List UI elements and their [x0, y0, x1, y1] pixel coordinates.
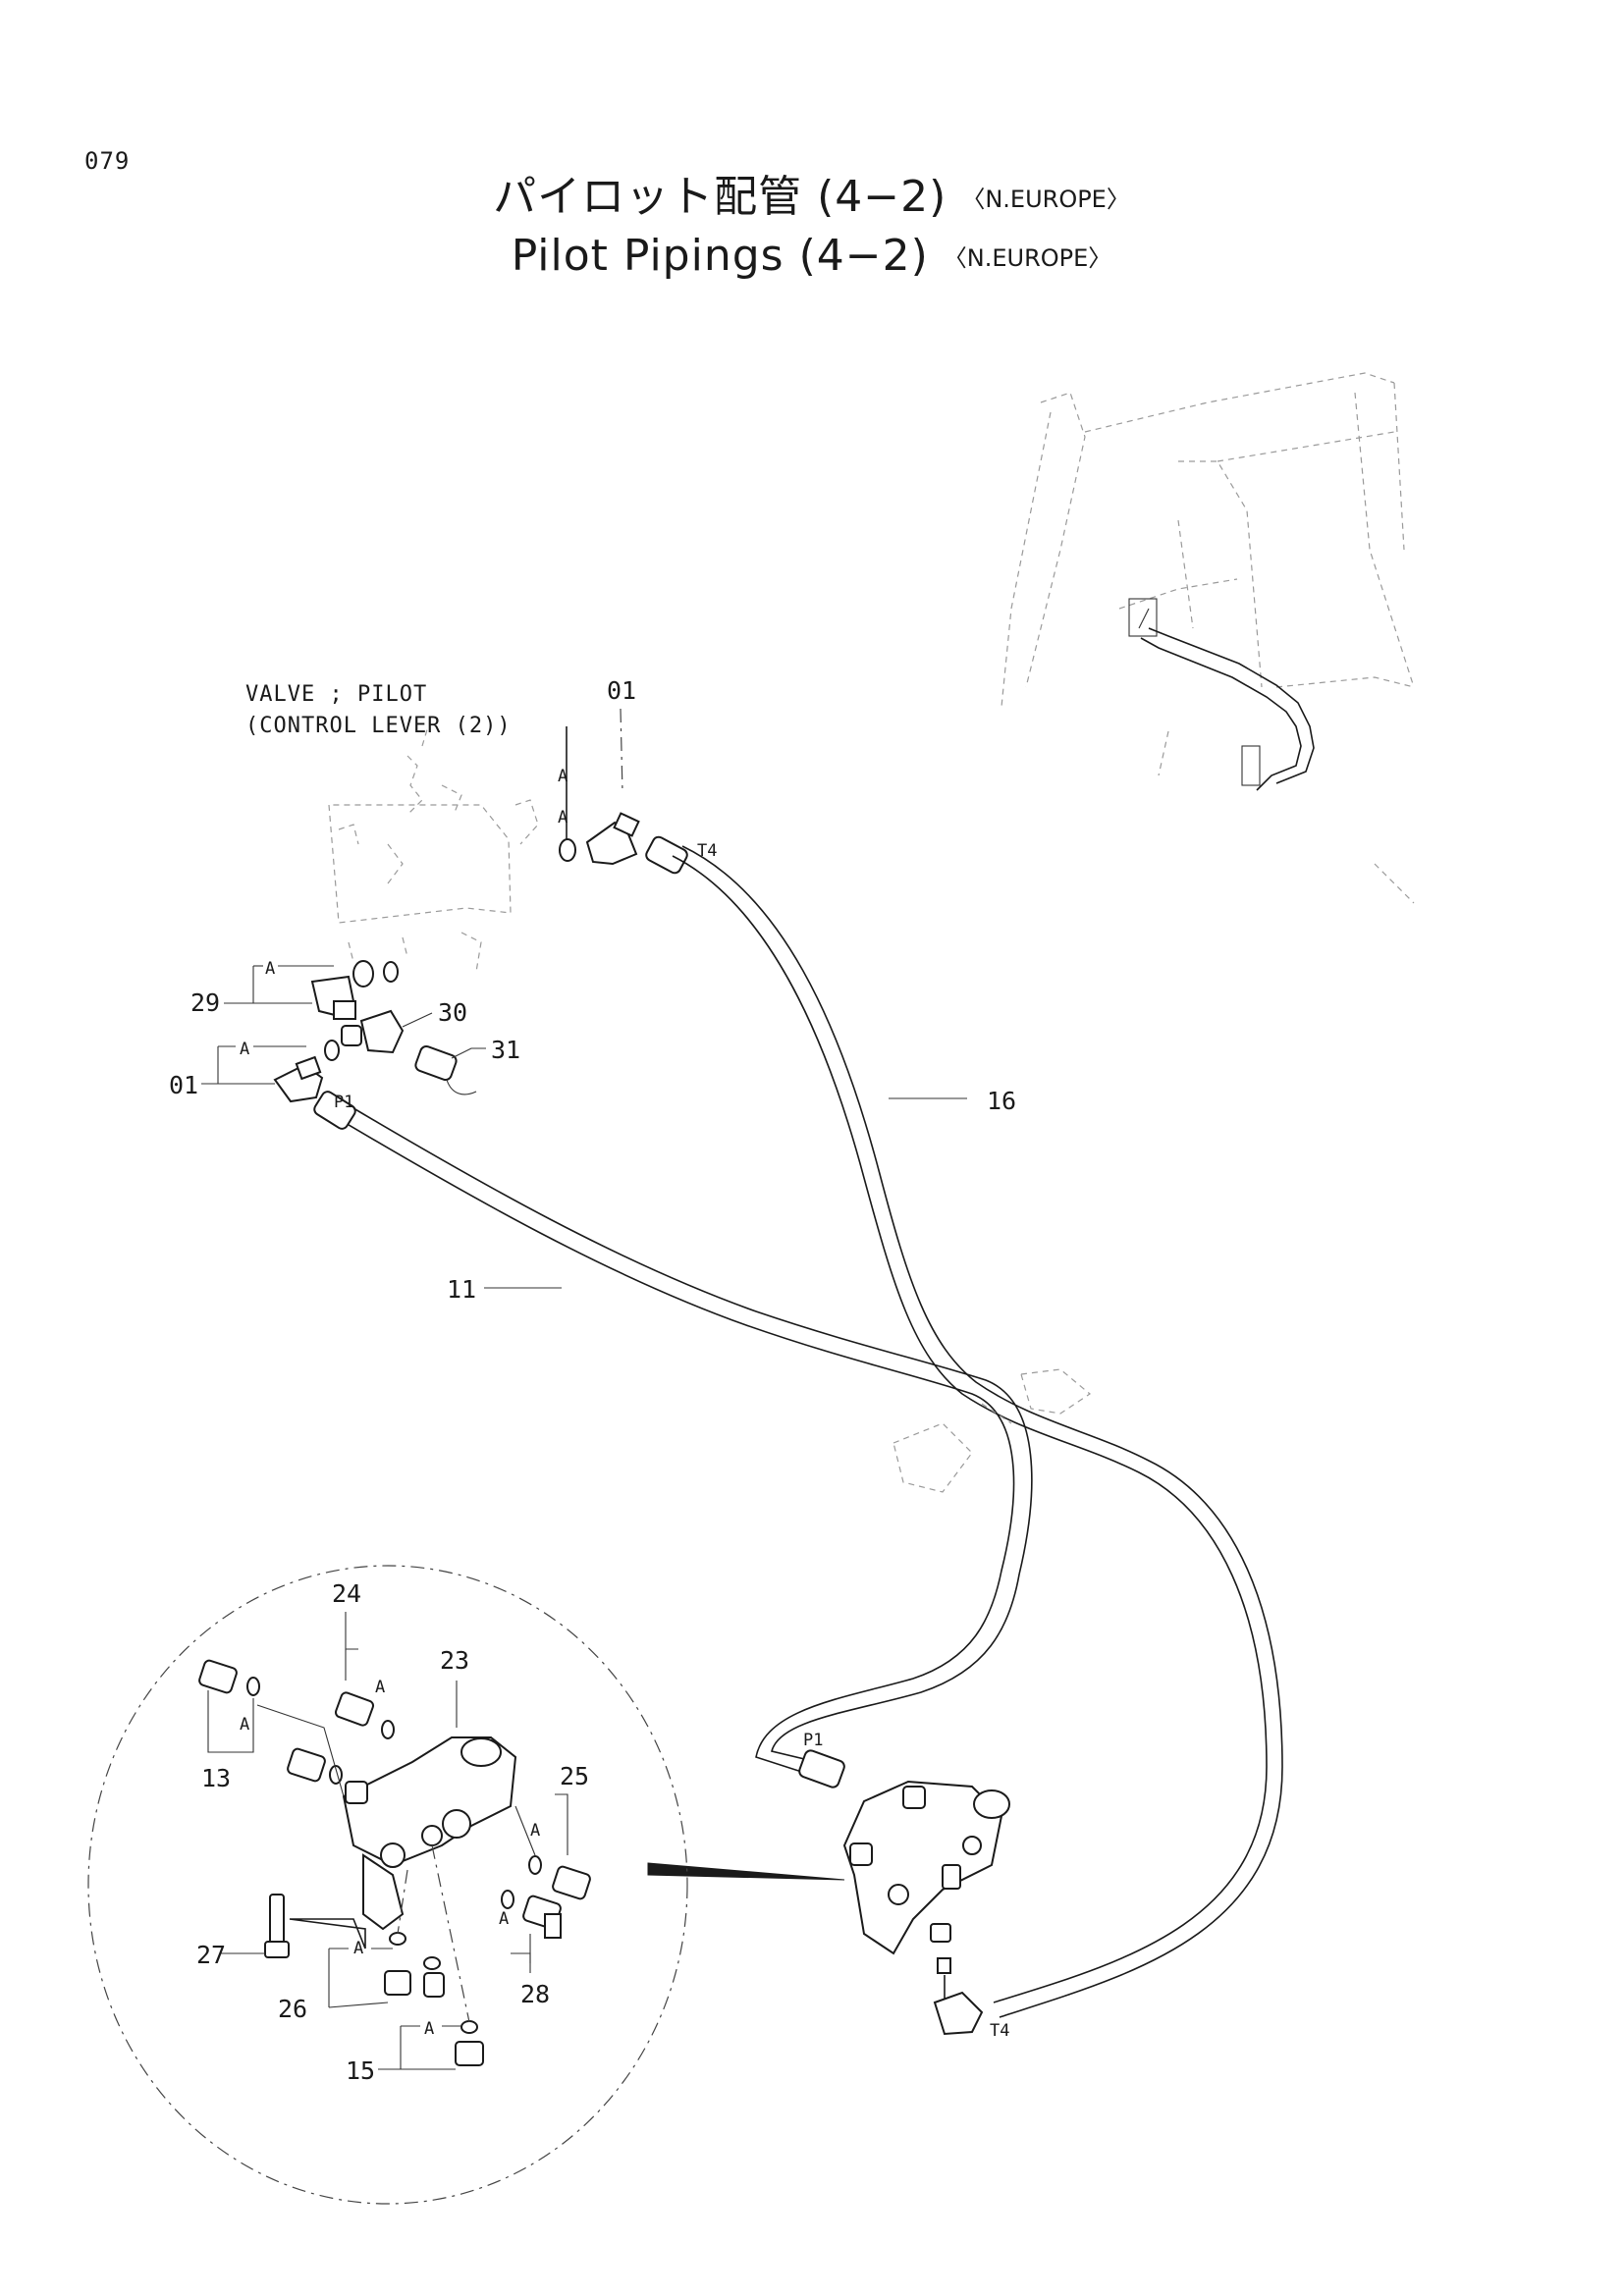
fitting-29: A 29	[190, 959, 399, 1020]
title-english: Pilot Pipings (4−2) 〈N.EUROPE〉	[0, 228, 1623, 287]
marker-a-01-left: A	[240, 1040, 249, 1059]
callout-label-25: 25	[560, 1762, 589, 1790]
marker-a-24: A	[375, 1678, 385, 1697]
callout-01-top: 01 A A	[558, 676, 636, 839]
sensor-31: 31	[414, 1036, 520, 1095]
port-label-t4-top: T4	[697, 841, 717, 861]
title-en-region: 〈N.EUROPE〉	[943, 244, 1112, 272]
caption-line-2: (CONTROL LEVER (2))	[245, 714, 512, 738]
page-title: パイロット配管 (4−2) 〈N.EUROPE〉 Pilot Pipings (…	[0, 169, 1623, 287]
page-number: 079	[84, 147, 131, 175]
caption-line-1: VALVE ; PILOT	[245, 682, 427, 707]
hose-clamps	[893, 1368, 1092, 1493]
callout-label-31: 31	[491, 1036, 520, 1064]
callout-label-01-top: 01	[607, 676, 636, 705]
marker-a-15: A	[424, 2019, 434, 2039]
callout-label-30: 30	[438, 998, 467, 1027]
title-japanese: パイロット配管 (4−2) 〈N.EUROPE〉	[0, 169, 1623, 228]
pilot-valve-body	[328, 725, 539, 973]
hose-16-end-fitting: T4	[645, 835, 717, 875]
machine-overview-sketch	[1001, 372, 1415, 904]
marker-a-top: A	[558, 767, 568, 786]
port-label-t4-bottom: T4	[990, 2021, 1009, 2041]
hose-11-end-fitting: P1	[313, 1091, 356, 1130]
title-ja-text: パイロット配管 (4−2)	[493, 172, 947, 222]
marker-a-29: A	[265, 959, 275, 979]
port-label-p1-top: P1	[334, 1093, 353, 1112]
caption-valve-pilot: VALVE ; PILOT (CONTROL LEVER (2))	[245, 682, 512, 738]
callout-label-15: 15	[346, 2056, 375, 2085]
title-ja-region: 〈N.EUROPE〉	[961, 186, 1130, 213]
marker-a-13: A	[240, 1715, 249, 1735]
title-en-text: Pilot Pipings (4−2)	[511, 231, 929, 281]
callout-label-24: 24	[332, 1579, 361, 1608]
port-label-p1-bottom: P1	[803, 1731, 823, 1750]
callout-16: 16	[889, 1087, 1016, 1115]
marker-a-28: A	[499, 1909, 509, 1929]
marker-a-26: A	[353, 1939, 363, 1958]
marker-a-top-2: A	[558, 808, 568, 828]
marker-a-25: A	[530, 1821, 540, 1841]
fitting-01-left: A 01	[169, 1040, 340, 1103]
callout-label-01-left: 01	[169, 1071, 198, 1099]
hose-16	[672, 845, 1283, 2018]
detail-pointer	[647, 1862, 845, 1881]
callout-label-11: 11	[447, 1275, 476, 1304]
callout-label-16: 16	[987, 1087, 1016, 1115]
shuttle-valve-assembly: P1 T4	[798, 1731, 1010, 2041]
callout-label-23: 23	[440, 1646, 469, 1675]
callout-label-27: 27	[196, 1941, 226, 1969]
callout-label-28: 28	[520, 1980, 550, 2008]
callout-label-13: 13	[201, 1764, 231, 1792]
callout-label-26: 26	[278, 1995, 307, 2023]
callout-label-29: 29	[190, 988, 220, 1017]
fitting-30: 30	[341, 998, 467, 1054]
callout-11: 11	[447, 1275, 562, 1304]
hose-11	[338, 1104, 1033, 1778]
detail-exploded-view: 24 A 23 A 13 25 A	[87, 1565, 688, 2205]
elbow-fitting-01-top	[559, 812, 640, 866]
